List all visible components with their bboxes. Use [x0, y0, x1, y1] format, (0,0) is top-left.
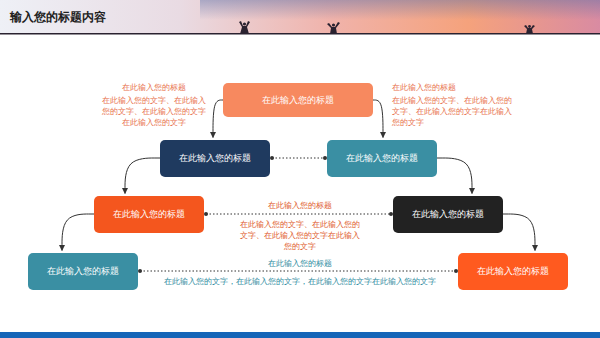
footer-bar	[0, 332, 600, 338]
annotation-heading: 在此输入您的标题	[102, 82, 206, 93]
curved-arrow	[373, 100, 383, 138]
annotation-text: 在此输入您的文字，在此输入您的文字，在此输入您的文字在此输入您的文字	[160, 276, 440, 287]
annotation-text: 在此输入您的文字、在此输入您的文字、在此输入您的文字在此输入您的文字	[238, 219, 362, 252]
box-title: 在此输入您的标题	[412, 209, 484, 220]
annotation-heading: 在此输入您的标题	[160, 258, 440, 269]
process-box: 在此输入您的标题	[327, 140, 437, 177]
annotation-heading: 在此输入您的标题	[238, 200, 362, 211]
box-title: 在此输入您的标题	[346, 153, 418, 164]
dotted-link	[206, 214, 391, 215]
annotation-text: 在此输入您的文字、在此输入您的文字、在此输入您的文字在此输入您的文字	[102, 95, 206, 128]
process-box: 在此输入您的标题	[28, 253, 138, 290]
box-title: 在此输入您的标题	[113, 209, 185, 220]
annotation-text: 在此输入您的文字、在此输入您的文字、在此输入您的文字在此输入您的文字	[392, 95, 514, 128]
process-box: 在此输入您的标题	[393, 196, 503, 233]
box-title: 在此输入您的标题	[477, 266, 549, 277]
process-box: 在此输入您的标题	[458, 253, 568, 290]
curved-arrow	[62, 214, 94, 251]
dotted-link	[140, 271, 456, 272]
box-title: 在此输入您的标题	[47, 266, 119, 277]
annotation-heading: 在此输入您的标题	[392, 82, 522, 93]
curved-arrow	[503, 214, 535, 251]
process-box: 在此输入您的标题	[160, 140, 270, 177]
header-clouds	[200, 0, 600, 20]
curved-arrow	[213, 100, 223, 138]
curved-arrow	[437, 158, 472, 194]
header-photo	[0, 0, 600, 34]
box-title: 在此输入您的标题	[262, 95, 334, 106]
dotted-link	[272, 158, 325, 159]
process-box: 在此输入您的标题	[94, 196, 204, 233]
process-box: 在此输入您的标题	[223, 83, 373, 117]
box-title: 在此输入您的标题	[179, 153, 251, 164]
curved-arrow	[125, 158, 160, 194]
page-title: 输入您的标题内容	[10, 9, 106, 26]
